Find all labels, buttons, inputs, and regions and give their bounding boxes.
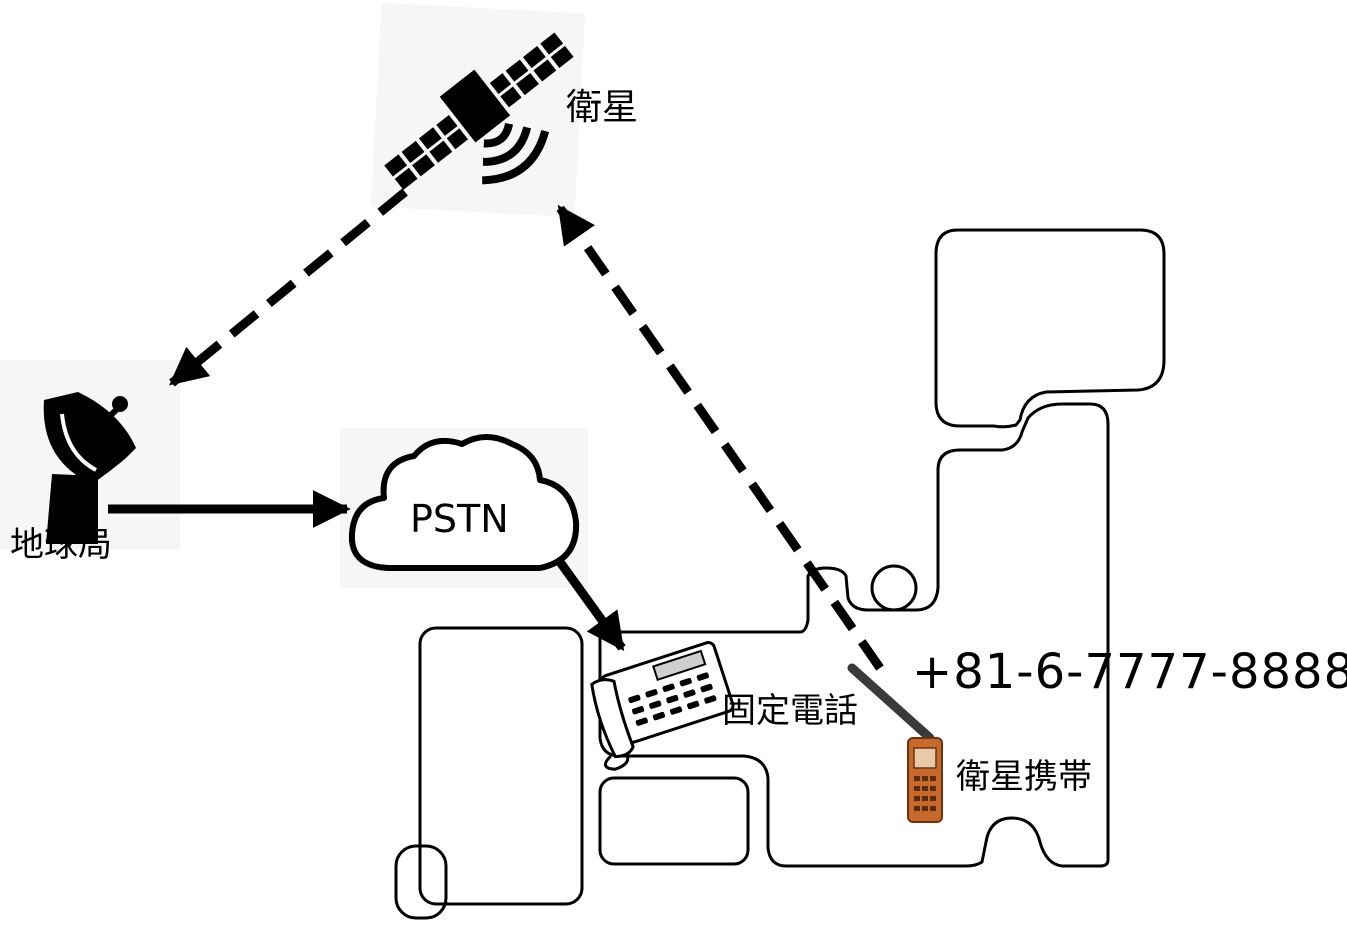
satellite-phone-icon: [847, 663, 943, 823]
round-room: [870, 564, 918, 612]
phone-number: +81-6-7777-8888: [912, 644, 1347, 700]
floor-plan: [394, 228, 1166, 920]
desk-phone-icon: [590, 641, 735, 771]
pstn-label: PSTN: [410, 497, 509, 541]
satellite-dish-icon: [43, 392, 136, 544]
building-main: [598, 402, 1110, 868]
pstn-to-fixed-phone-link: [556, 559, 626, 652]
satellite-phone-to-satellite-link: [556, 204, 884, 671]
satellite-phone-label: 衛星携帯: [956, 757, 1092, 797]
cloud-icon: [348, 434, 580, 571]
room-left: [418, 626, 584, 906]
links: [108, 188, 884, 671]
building-top-right: [934, 228, 1166, 429]
earth-station-label: 地球局: [10, 525, 112, 565]
satellite-to-earth-station-link: [169, 188, 408, 387]
room-small-left: [394, 844, 448, 920]
room-bottom-center: [598, 776, 750, 866]
fixed-phone-label: 固定電話: [722, 691, 858, 731]
satellite-label: 衛星: [566, 87, 639, 128]
satellite-icon: [384, 32, 574, 190]
